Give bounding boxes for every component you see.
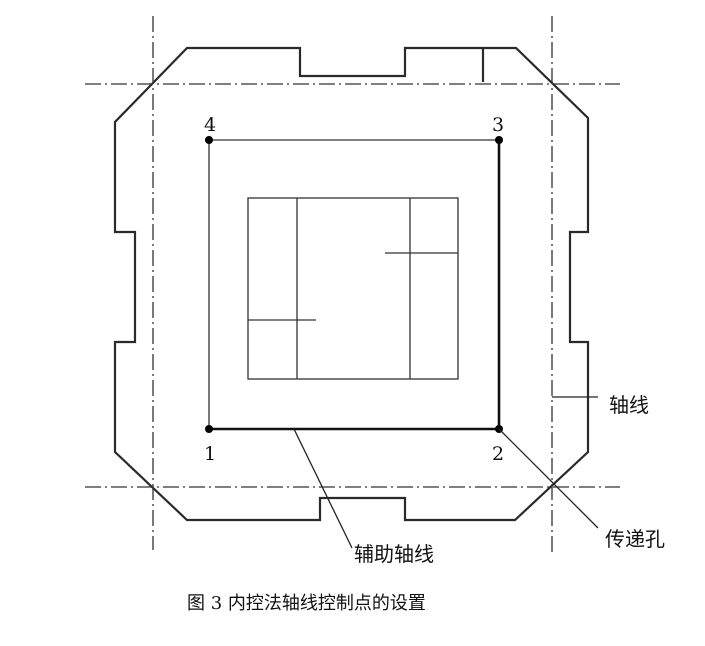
leader-transfer-hole: [498, 428, 599, 529]
building-outline: [113, 46, 590, 522]
figure-caption: 图 3 内控法轴线控制点的设置: [187, 593, 426, 614]
control-point-3: [495, 136, 503, 144]
label-transfer-hole: 传递孔: [605, 527, 665, 551]
label-auxiliary-axis: 辅助轴线: [354, 542, 434, 566]
point-label-1: 1: [204, 443, 216, 465]
label-axis: 轴线: [609, 393, 649, 417]
control-point-4: [205, 136, 213, 144]
point-label-3: 3: [492, 114, 504, 136]
leader-aux-axis: [293, 428, 353, 549]
point-label-2: 2: [492, 443, 504, 465]
point-label-4: 4: [204, 114, 216, 136]
inner-room: [247, 197, 459, 380]
control-point-1: [205, 425, 213, 433]
